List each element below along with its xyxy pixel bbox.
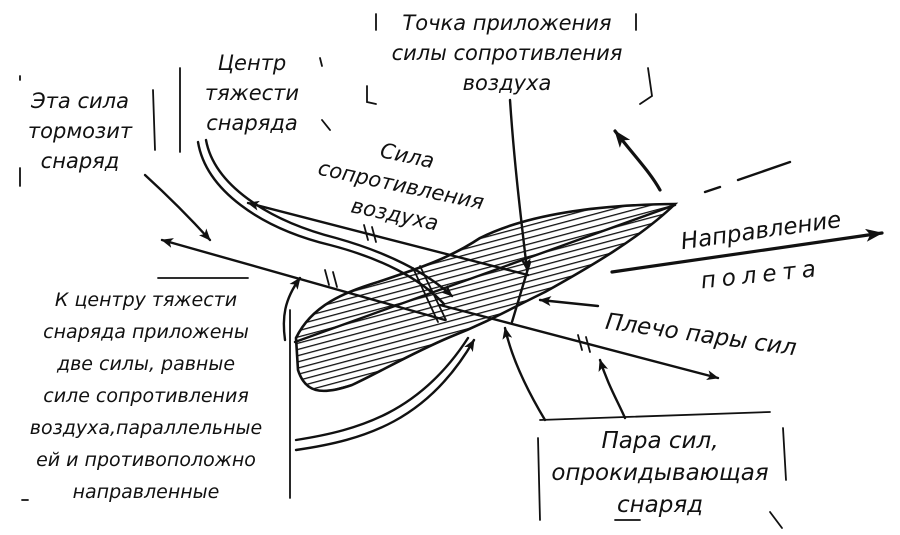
- projectile: [294, 202, 679, 393]
- point-of-application-line-3: воздуха: [463, 71, 552, 95]
- braking-tick-1: [324, 269, 330, 286]
- overturning-couple-line-3: снаряд: [617, 492, 703, 518]
- label-braking-force: Эта сила тормозит снаряд: [28, 89, 133, 173]
- label-two-forces: К центру тяжести снаряда приложены две с…: [30, 289, 262, 503]
- leader-point-application: [508, 98, 531, 272]
- air-resistance-arrow: [246, 200, 530, 277]
- two-forces-line-4: силе сопротивления: [43, 385, 249, 407]
- flight-direction-line-2: полета: [700, 256, 824, 295]
- label-point-of-application: Точка приложения силы сопротивления возд…: [392, 11, 623, 95]
- braking-force-line-2: тормозит: [28, 119, 133, 143]
- flight-direction-line-1: Направление: [679, 207, 843, 255]
- two-forces-line-7: направленные: [73, 481, 220, 503]
- label-center-of-gravity: Центр тяжести снаряда: [205, 51, 299, 135]
- projectile-axis: [293, 160, 792, 344]
- label-overturning-couple: Пара сил, опрокидывающая снаряд: [551, 428, 768, 518]
- braking-force-line-1: Эта сила: [30, 89, 129, 113]
- lever-arm-line: [510, 260, 532, 324]
- center-of-gravity-line-3: снаряда: [206, 111, 298, 135]
- braking-force-arrow: [160, 238, 447, 322]
- projectile-body: [294, 202, 679, 393]
- leader-couple-left: [502, 326, 547, 422]
- leader-two-forces-top: [282, 276, 302, 342]
- leader-couple-right: [598, 358, 627, 420]
- center-of-gravity-line-1: Центр: [218, 51, 287, 75]
- point-of-application-line-2: силы сопротивления: [392, 41, 623, 65]
- center-of-gravity-line-2: тяжести: [205, 81, 299, 105]
- air-resistance-line-1: Сила: [378, 138, 436, 173]
- two-forces-line-3: две силы, равные: [56, 353, 235, 375]
- nose-rotation-arrow: [613, 129, 662, 192]
- two-forces-line-6: ей и противоположно: [36, 449, 256, 471]
- two-forces-line-5: воздуха,параллельные: [30, 417, 262, 439]
- parallel-tick-2: [585, 336, 591, 353]
- lever-arm-leader: [538, 296, 600, 308]
- braking-tick-2: [332, 271, 338, 288]
- leader-two-forces-bottom-1: [294, 336, 470, 442]
- leader-two-forces-bottom-2: [294, 338, 476, 452]
- braking-force-line-3: снаряд: [41, 149, 120, 173]
- flight-direction-arrow: [610, 228, 884, 274]
- label-brackets: [19, 13, 787, 529]
- parallel-tick-1: [577, 334, 583, 351]
- point-of-application-line-1: Точка приложения: [402, 11, 611, 35]
- overturning-couple-line-1: Пара сил,: [602, 428, 719, 454]
- leader-lines: [143, 98, 627, 452]
- leader-braking: [143, 173, 212, 242]
- lever-arm-label: Плечо пары сил: [604, 309, 799, 362]
- leader-center-gravity-1: [196, 140, 446, 306]
- leader-center-gravity-2: [204, 138, 454, 298]
- two-forces-line-2: снаряда приложены: [43, 321, 249, 343]
- overturning-couple-line-2: опрокидывающая: [551, 460, 768, 486]
- air-resistance-tick-2: [371, 226, 377, 243]
- two-forces-line-1: К центру тяжести: [55, 289, 237, 311]
- air-resistance-tick-1: [363, 224, 369, 241]
